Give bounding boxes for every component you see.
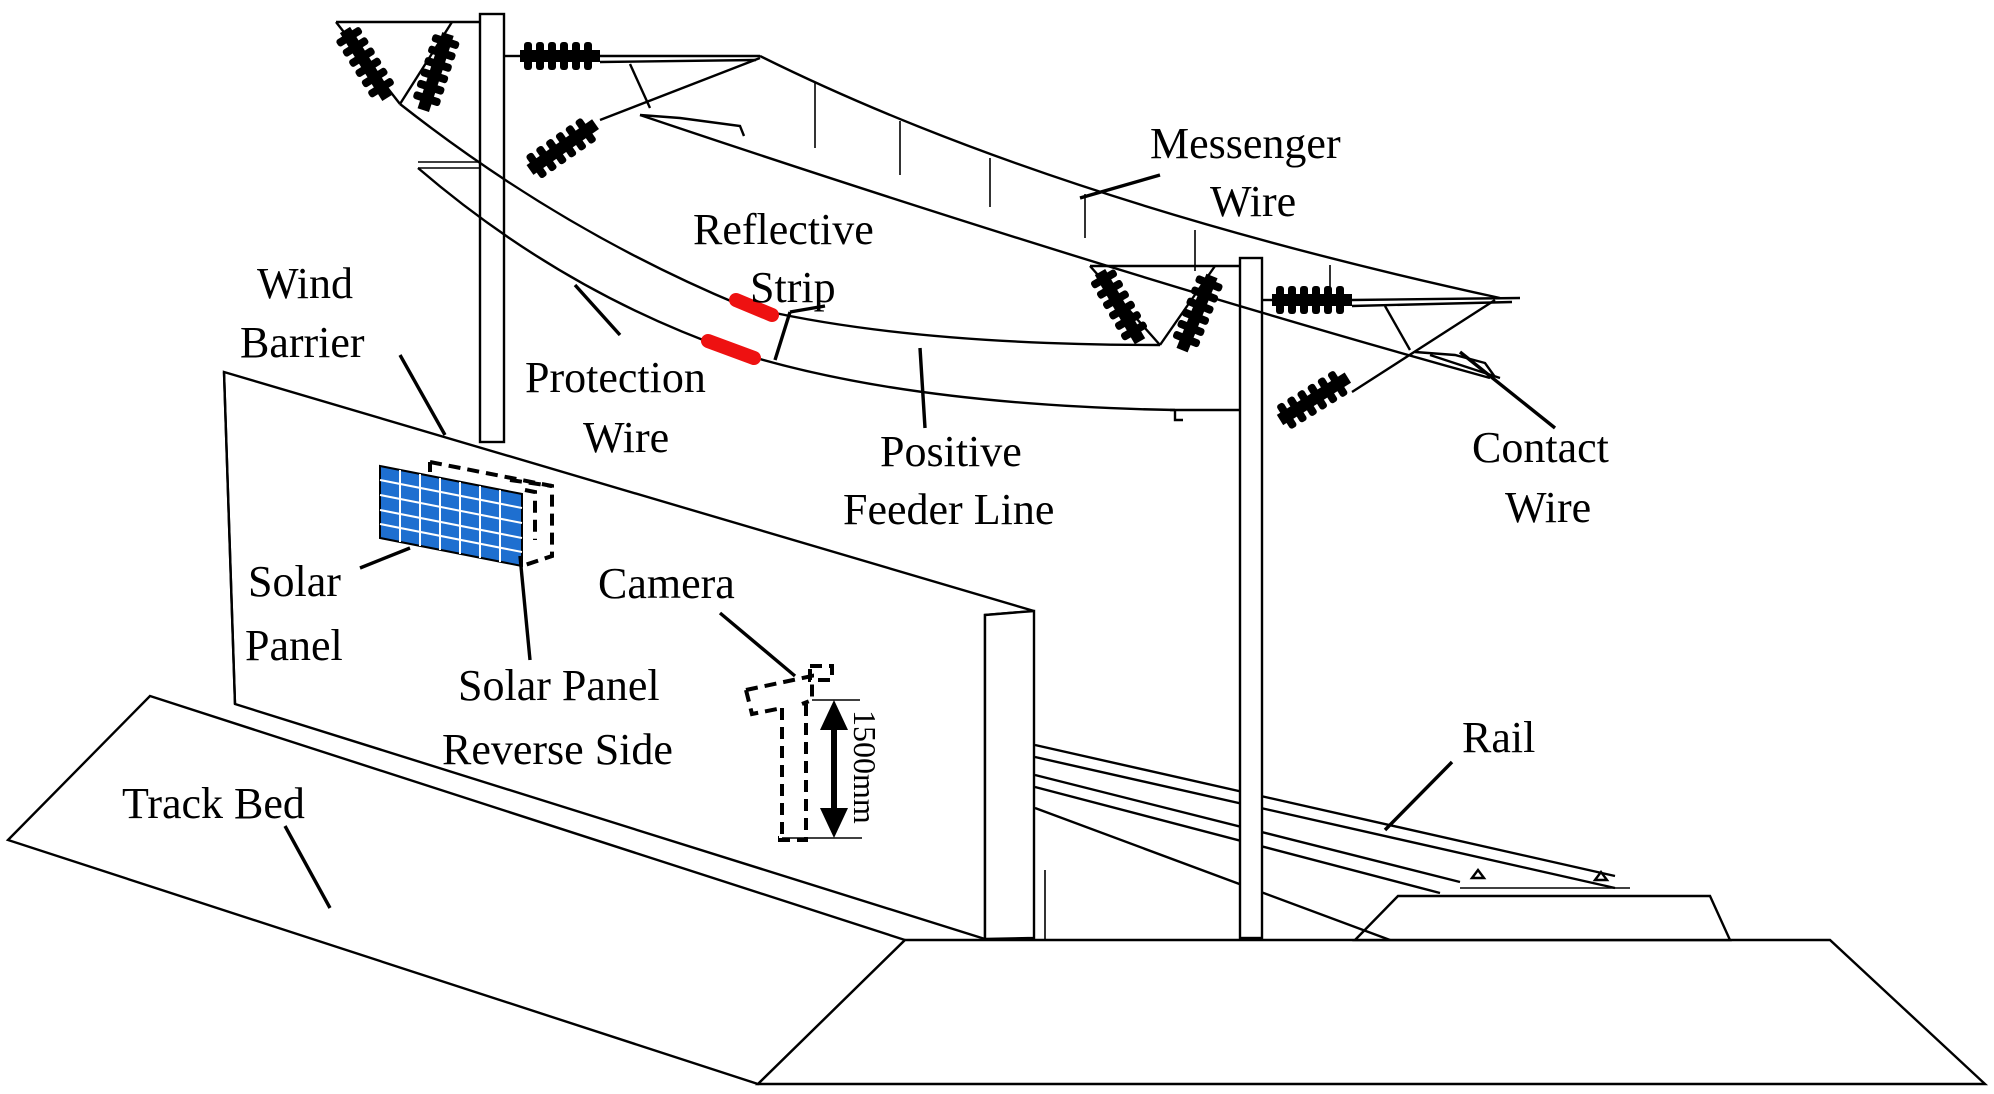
leader-lines: [283, 173, 1557, 909]
reflective-strip-lower: [701, 334, 761, 365]
reflective-strip: [701, 293, 779, 365]
wind-barrier-label-2: Barrier: [240, 318, 365, 367]
rails: [1034, 743, 1630, 942]
messenger-wire-label-2: Wire: [1210, 177, 1296, 226]
camera-label: Camera: [598, 559, 735, 608]
contact-wire-label: Contact: [1472, 423, 1609, 472]
solar-panel-reverse-label-2: Reverse Side: [442, 725, 673, 774]
messenger-wire: [639, 54, 1501, 380]
messenger-wire-label: Messenger: [1150, 119, 1341, 168]
labels: Messenger Wire Reflective Strip Wind Bar…: [122, 119, 1609, 828]
positive-feeder-label-2: Feeder Line: [843, 485, 1054, 534]
camera-icon: [744, 664, 834, 842]
insulator-icon: [333, 22, 1356, 432]
right-mast: [1089, 256, 1264, 940]
solar-panel-label-2: Panel: [245, 621, 343, 670]
positive-feeder-label: Positive: [880, 427, 1022, 476]
track-bed: [5, 694, 1989, 1086]
height-arrow-icon: [782, 699, 862, 839]
reflective-strip-upper: [729, 293, 779, 322]
overhead-wires: [399, 103, 1176, 412]
rail-label: Rail: [1462, 713, 1535, 762]
camera-height-label: 1500mm: [847, 710, 883, 824]
wind-barrier-label: Wind: [257, 259, 353, 308]
protection-wire-label: Protection: [525, 353, 706, 402]
left-mast: [335, 12, 506, 444]
reflective-strip-label-2: Strip: [750, 263, 836, 312]
reflective-strip-label: Reflective: [693, 205, 874, 254]
solar-panel-icon: [379, 460, 554, 568]
contact-wire-label-2: Wire: [1505, 483, 1591, 532]
protection-wire-label-2: Wire: [583, 413, 669, 462]
solar-panel-label: Solar: [248, 557, 341, 606]
solar-panel-reverse-label: Solar Panel: [458, 661, 660, 710]
track-bed-label: Track Bed: [122, 779, 305, 828]
